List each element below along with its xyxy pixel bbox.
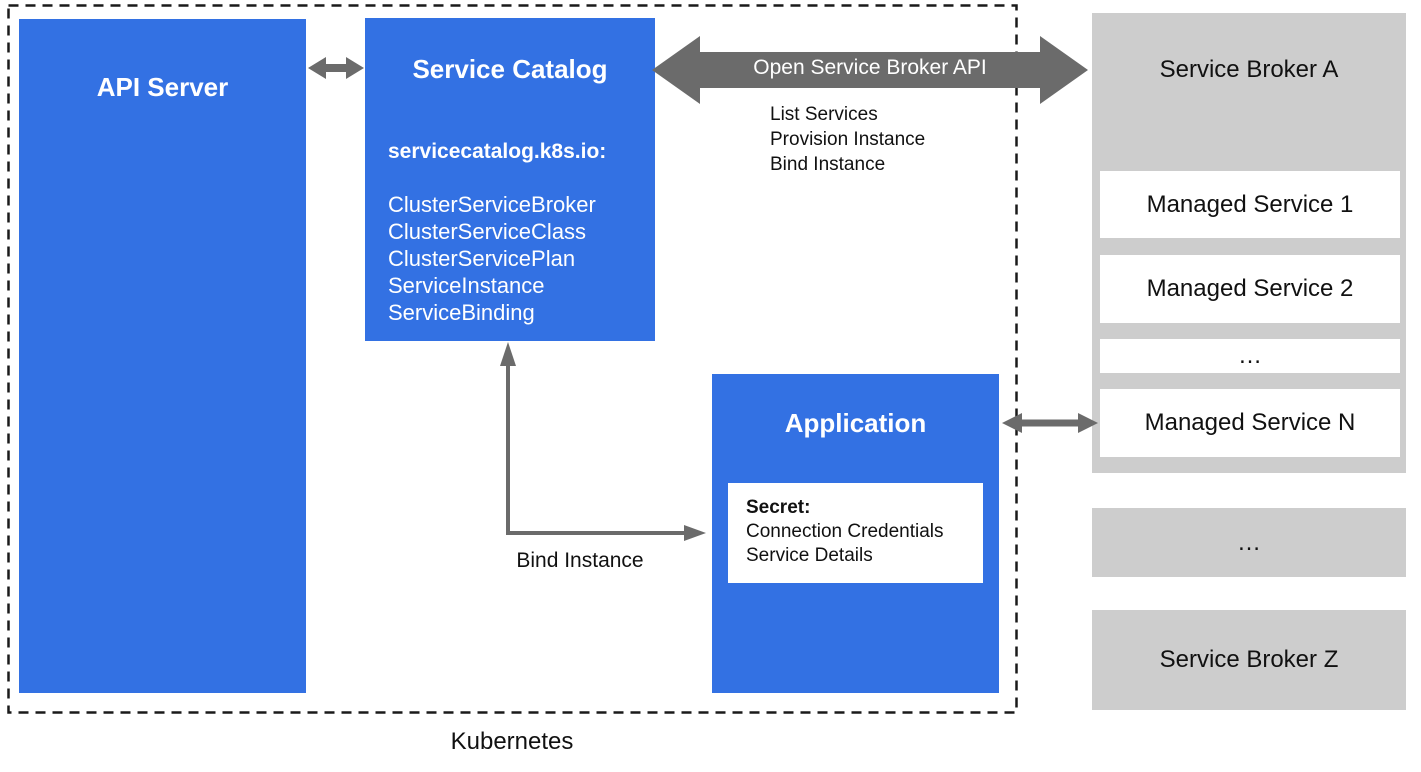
resource-item: ServiceBinding — [388, 300, 535, 325]
osb-operation: Provision Instance — [770, 129, 926, 150]
kubernetes-label: Kubernetes — [450, 728, 574, 755]
osb-operations-list: List Services Provision Instance Bind In… — [770, 102, 925, 177]
api-server-catalog-arrow-icon — [308, 57, 364, 79]
service-catalog-title: Service Catalog — [412, 54, 608, 84]
service-catalog-api-group: servicecatalog.k8s.io: — [388, 140, 607, 163]
managed-service-item: Managed Service N — [1100, 389, 1400, 457]
more-brokers-box: … — [1092, 508, 1406, 577]
managed-service-item: Managed Service 1 — [1100, 171, 1400, 238]
secret-line: Connection Credentials — [746, 521, 944, 542]
managed-service-item: Managed Service 2 — [1100, 255, 1400, 323]
open-service-broker-api-arrow-icon — [652, 36, 1088, 104]
service-catalog-resource-list: ClusterServiceBroker ClusterServiceClass… — [388, 191, 596, 326]
managed-service-ellipsis: … — [1100, 339, 1400, 373]
application-title: Application — [784, 408, 927, 438]
service-broker-a-box: Service Broker A Managed Service 1 Manag… — [1092, 13, 1406, 473]
application-box: Application Secret: Connection Credentia… — [712, 374, 999, 693]
application-service-arrow-icon — [1002, 413, 1098, 433]
resource-item: ClusterServiceBroker — [388, 192, 596, 217]
service-broker-z-title: Service Broker Z — [1159, 646, 1339, 673]
api-server-title: API Server — [96, 72, 229, 102]
bind-instance-label: Bind Instance — [516, 549, 644, 572]
secret-box: Secret: Connection Credentials Service D… — [728, 483, 983, 583]
service-broker-z-box: Service Broker Z — [1092, 610, 1406, 710]
service-broker-a-title: Service Broker A — [1159, 56, 1339, 83]
osb-operation: List Services — [770, 104, 878, 125]
osb-arrow-label: Open Service Broker API — [753, 56, 987, 79]
service-catalog-box: Service Catalog servicecatalog.k8s.io: C… — [365, 18, 655, 341]
secret-line: Service Details — [746, 545, 873, 566]
resource-item: ClusterServiceClass — [388, 219, 587, 244]
resource-item: ServiceInstance — [388, 273, 545, 298]
resource-item: ClusterServicePlan — [388, 246, 576, 271]
secret-title: Secret: — [746, 497, 811, 518]
osb-operation: Bind Instance — [770, 154, 886, 175]
kubernetes-boundary — [7, 4, 1018, 714]
bind-instance-arrow-icon — [500, 342, 706, 541]
api-server-box: API Server — [19, 19, 306, 693]
